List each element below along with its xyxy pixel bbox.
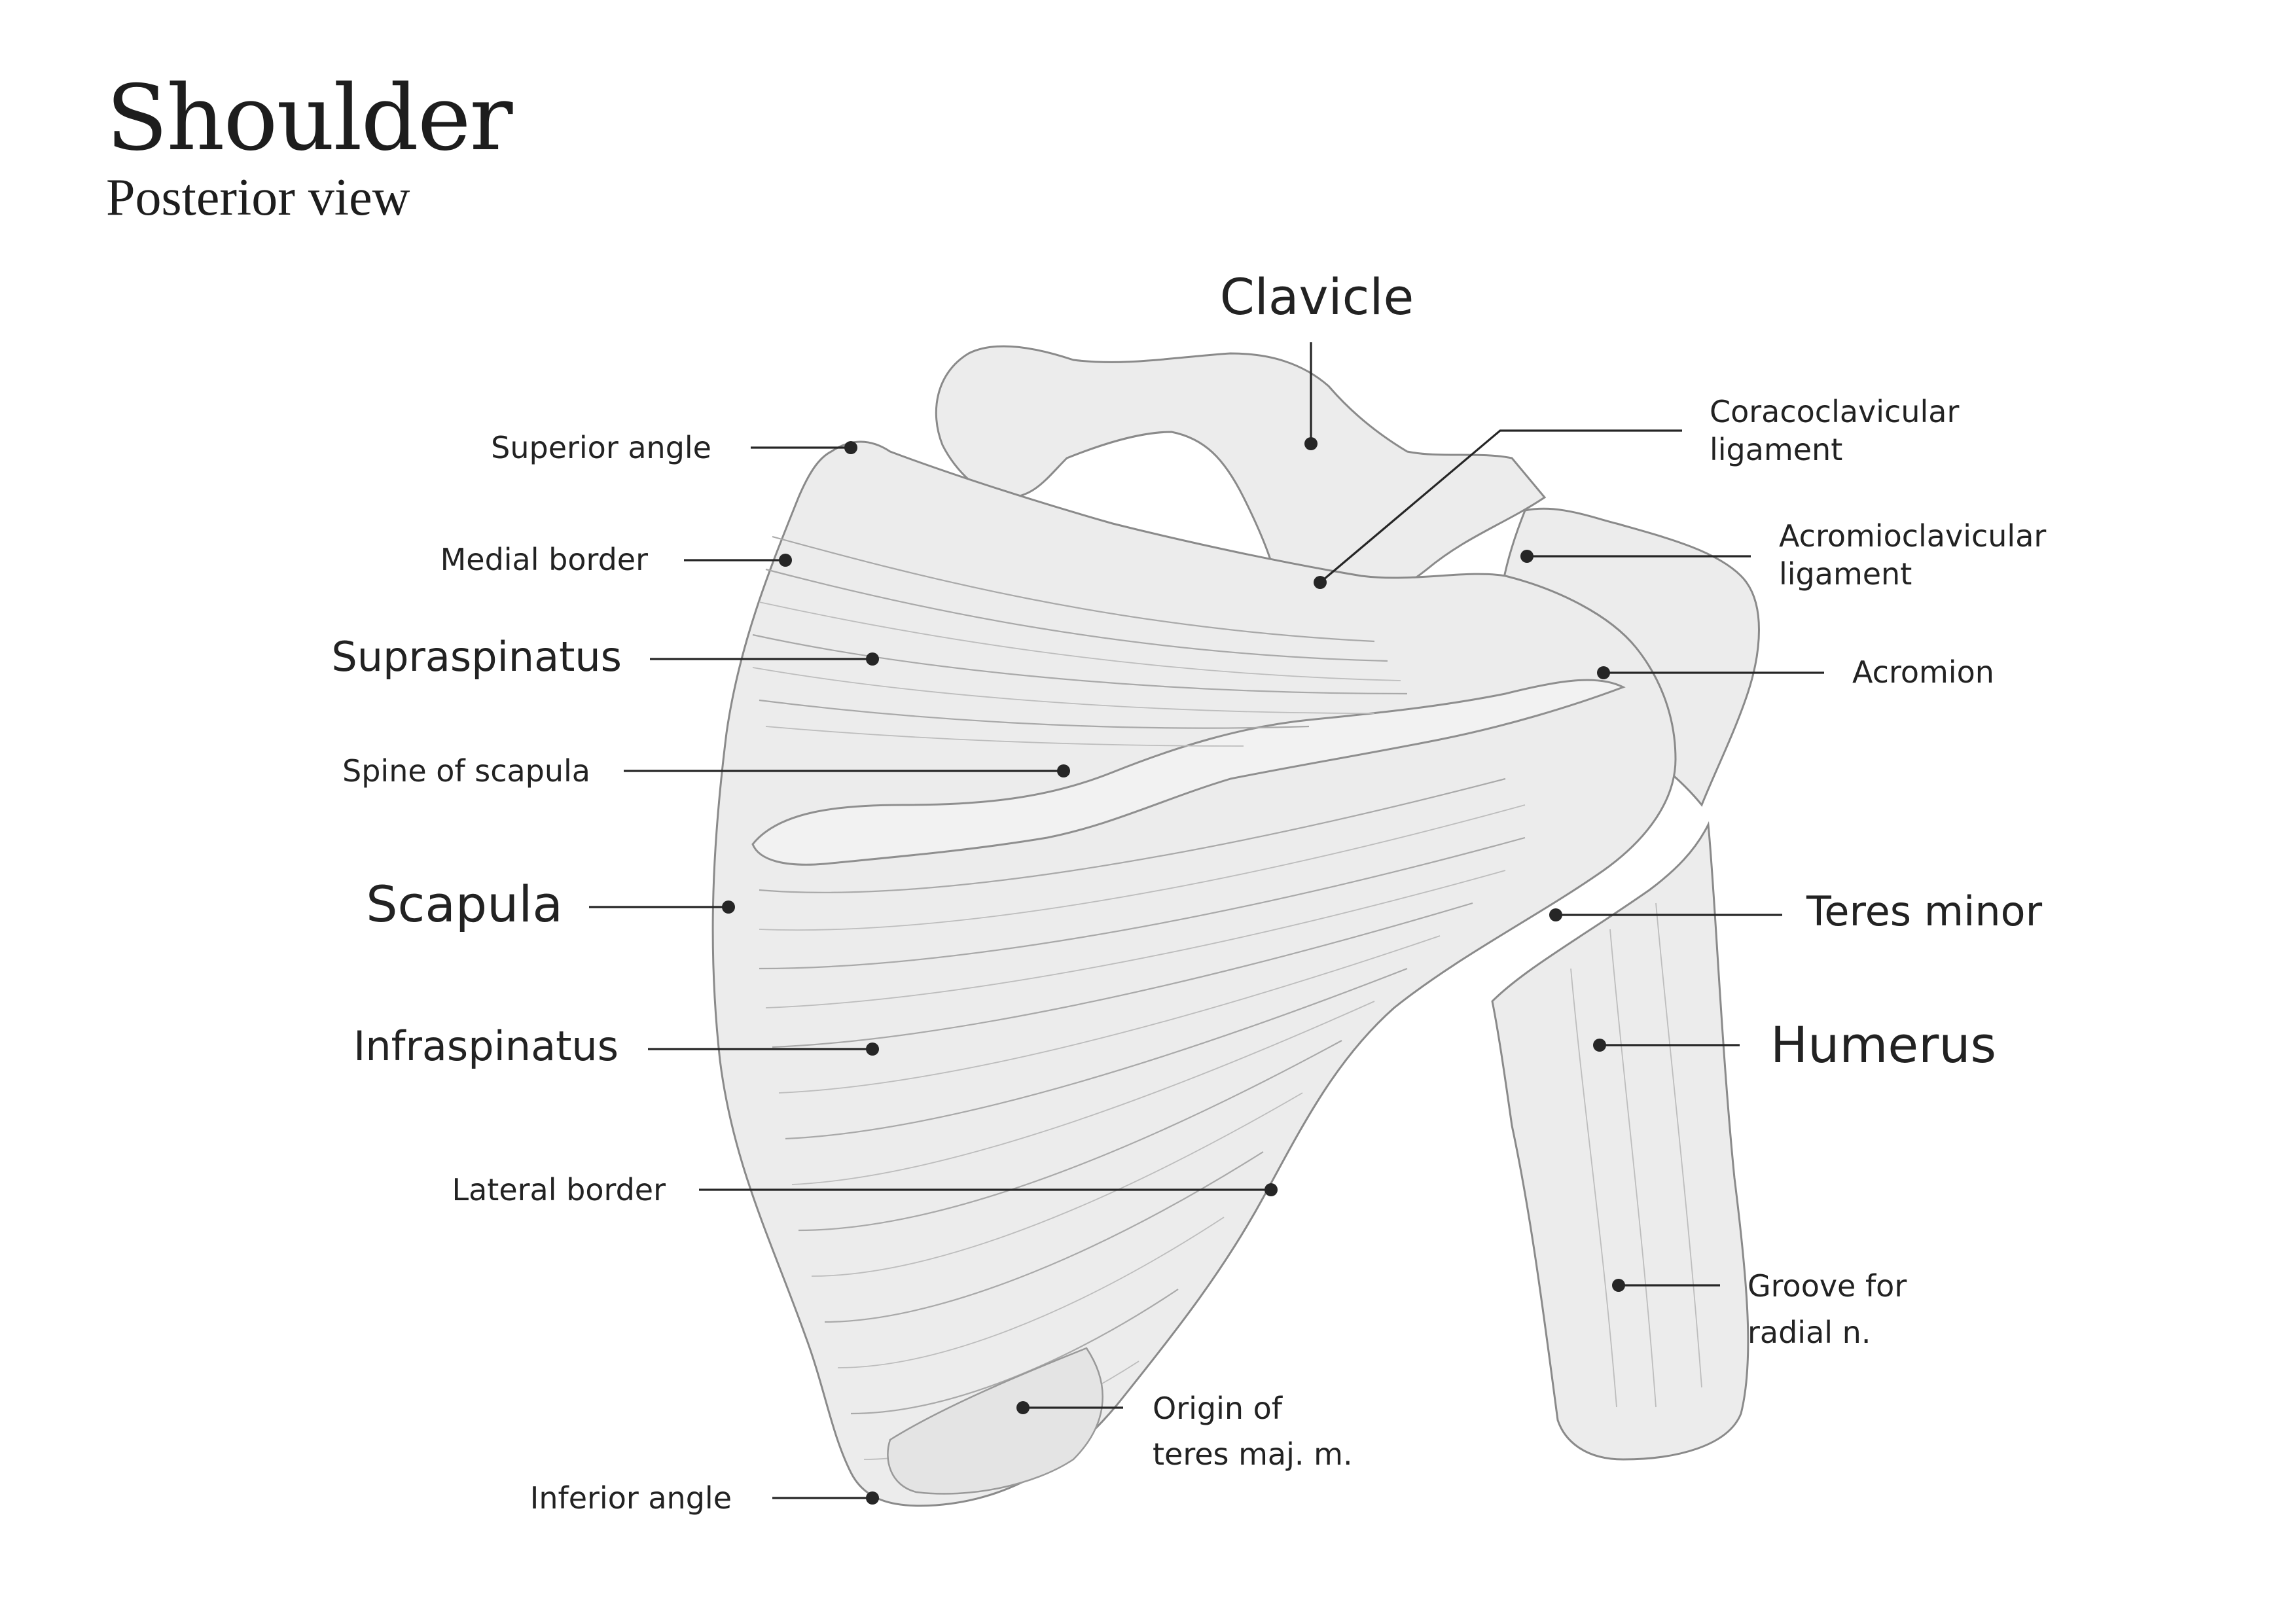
marker-acromioclavicular (1520, 550, 1534, 563)
label-acromioclavicular-line1: Acromioclavicular (1779, 518, 2046, 554)
label-coracoclavicular-line2: ligament (1710, 432, 1842, 467)
label-teres-minor: Teres minor (1806, 887, 2043, 935)
marker-acromion (1597, 666, 1610, 679)
label-scapula: Scapula (366, 875, 563, 933)
label-inferior-angle: Inferior angle (530, 1480, 732, 1516)
shoulder-drawing (713, 346, 1759, 1506)
marker-medial-border (779, 554, 792, 567)
label-humerus: Humerus (1770, 1016, 1996, 1074)
marker-clavicle (1304, 437, 1318, 450)
label-groove-radial-line1: Groove for (1748, 1268, 1907, 1304)
label-superior-angle: Superior angle (491, 430, 711, 465)
label-supraspinatus: Supraspinatus (331, 633, 622, 681)
marker-infraspinatus (866, 1043, 879, 1056)
marker-humerus (1593, 1039, 1606, 1052)
label-teres-major-line2: teres maj. m. (1153, 1436, 1353, 1472)
marker-coracoclavicular (1314, 576, 1327, 589)
marker-teres-minor (1549, 908, 1562, 921)
label-infraspinatus: Infraspinatus (353, 1022, 619, 1070)
marker-teres-major (1016, 1401, 1030, 1414)
marker-groove-radial (1612, 1279, 1625, 1292)
marker-inferior-angle (866, 1491, 879, 1505)
label-clavicle: Clavicle (1220, 268, 1414, 326)
marker-scapula (722, 901, 735, 914)
label-teres-major-line1: Origin of (1153, 1391, 1283, 1426)
humerus-bone (1492, 825, 1748, 1459)
label-acromioclavicular-line2: ligament (1779, 556, 1912, 592)
label-coracoclavicular-line1: Coracoclavicular (1710, 394, 1959, 429)
label-medial-border: Medial border (440, 542, 649, 577)
label-groove-radial-line2: radial n. (1748, 1315, 1871, 1350)
marker-spine-of-scapula (1057, 764, 1070, 777)
label-acromion: Acromion (1852, 654, 1994, 690)
marker-superior-angle (844, 441, 857, 454)
marker-lateral-border (1265, 1183, 1278, 1196)
label-spine-of-scapula: Spine of scapula (342, 753, 590, 789)
marker-supraspinatus (866, 652, 879, 666)
label-lateral-border: Lateral border (452, 1172, 666, 1207)
